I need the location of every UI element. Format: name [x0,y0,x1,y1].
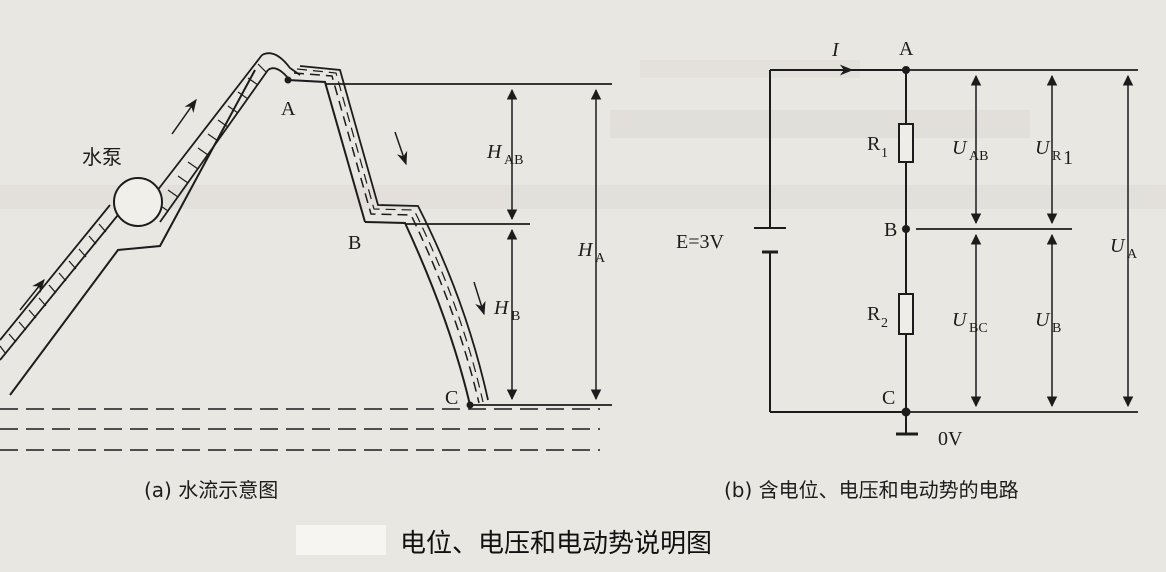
r2-subscript: 2 [881,316,888,331]
water-flow-diagram [0,52,612,451]
ridge-a-to-b [287,79,366,223]
node-c-label: C [882,387,895,409]
h-a-label: H [577,239,594,261]
pipe-peak [261,52,301,76]
mountain-outline-left [9,69,256,396]
caption-left: (a) 水流示意图 [144,478,278,502]
title-highlight [296,525,386,555]
u-a-subscript: A [1127,247,1138,262]
emf-label: E=3V [676,231,724,253]
r1-subscript: 1 [881,146,888,161]
current-label: I [831,39,840,61]
flow-arrow-ridge [394,131,408,166]
point-b-label: B [348,232,361,254]
u-r1-subscript: R [1052,149,1062,164]
node-a-dot [902,66,910,74]
water-flow-labels: 水泵 A B C H AB H B H A (a) 水流示意图 [82,98,606,502]
u-ab-subscript: AB [969,149,988,164]
flow-arrow-descent [473,281,486,316]
water-dashes-2 [296,68,484,403]
resistor-r2 [898,293,914,335]
u-bc-subscript: BC [969,321,988,336]
circuit-labels: I A B C R 1 R 2 E=3V U AB U R 1 U BC U B… [676,38,1138,502]
point-a-label: A [281,98,296,120]
h-ab-subscript: AB [504,153,523,168]
channel-outer [299,65,489,401]
pipe-lower-outer [0,214,119,361]
u-b-subscript: B [1052,321,1061,336]
pipe-upper-inner [149,54,263,201]
h-b-label: H [493,297,510,319]
h-ab-label: H [486,141,503,163]
node-c-dot [901,407,911,417]
u-b-label: U [1035,309,1051,331]
u-ab-label: U [952,137,968,159]
r2-label: R [867,303,881,325]
bleed-through-background [0,60,1166,209]
u-r1-subsubscript: 1 [1063,147,1073,169]
h-b-subscript: B [511,309,520,324]
pump-label: 水泵 [82,145,122,169]
water-dashes-1 [293,72,480,404]
node-a-label: A [899,38,914,60]
pump-circle [113,177,163,227]
point-a-dot [284,76,292,84]
pipe-peak-inner [267,67,289,79]
pipe-hatching-upper [157,63,267,212]
h-a-subscript: A [595,251,606,266]
r1-label: R [867,133,881,155]
flow-arrow-upper [171,98,197,135]
pipe-lower-inner [0,204,111,341]
flow-arrow-lower [19,278,45,311]
point-c-label: C [445,387,458,409]
node-b-label: B [884,219,897,241]
u-r1-label: U [1035,137,1051,159]
resistor-r1 [898,123,914,163]
u-a-label: U [1110,235,1126,257]
caption-right: (b) 含电位、电压和电动势的电路 [724,478,1019,502]
pipe-hatching-lower [0,223,107,355]
ground-label: 0V [938,428,963,450]
u-bc-label: U [952,309,968,331]
circuit-diagram [754,64,1138,436]
point-c-dot [466,401,474,409]
main-title: 电位、电压和电动势说明图 [400,529,712,559]
ridge-b-to-c [364,221,471,406]
node-b-dot [902,225,910,233]
